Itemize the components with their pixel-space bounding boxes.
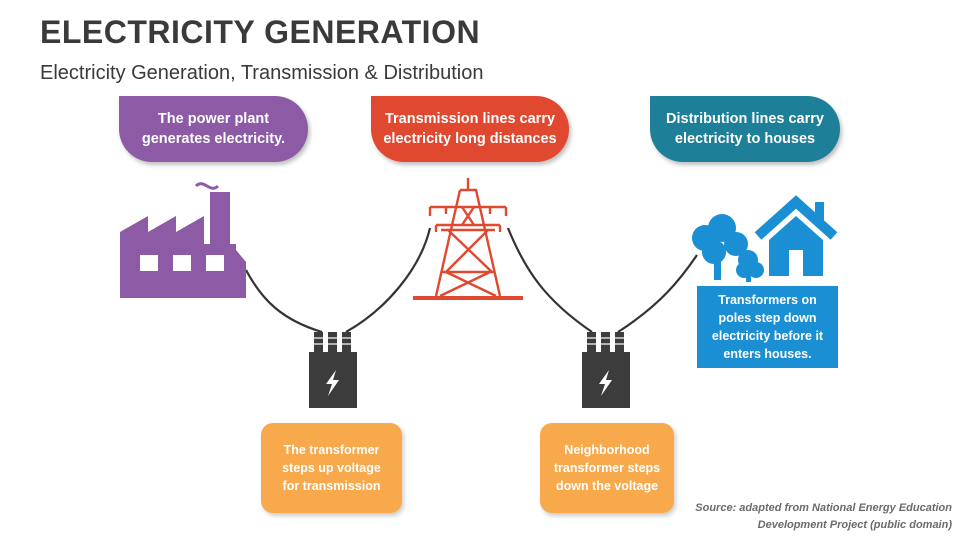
wire-neighborhood-transformer-to-house	[617, 254, 698, 333]
callout-neighborhood-text: Neighborhood transformer steps down the …	[553, 443, 661, 493]
callout-distribution-text: Distribution lines carry electricity to …	[666, 111, 824, 147]
callout-step-up: The transformer steps up voltage for tra…	[261, 423, 402, 513]
callout-power-plant-text: The power plant generates electricity.	[141, 111, 286, 147]
source-line-2: Development Project (public domain)	[757, 519, 952, 531]
callout-neighborhood: Neighborhood transformer steps down the …	[540, 423, 674, 513]
callout-power-plant: The power plant generates electricity.	[119, 96, 308, 162]
page-title: ELECTRICITY GENERATION	[40, 14, 481, 50]
callout-step-up-text: The transformer steps up voltage for tra…	[282, 443, 381, 493]
transformer-icon	[309, 332, 357, 408]
transformer-icon	[582, 332, 630, 408]
page-subtitle: Electricity Generation, Transmission & D…	[40, 62, 484, 84]
wire-plant-to-transformer	[245, 269, 323, 334]
source-note: Source: adapted from National Energy Edu…	[695, 500, 952, 534]
factory-icon	[120, 182, 246, 298]
tree-icon	[692, 214, 764, 282]
callout-poles: Transformers on poles step down electric…	[697, 286, 838, 368]
callout-distribution: Distribution lines carry electricity to …	[650, 96, 840, 162]
lightning-bolt-icon	[599, 370, 612, 396]
callout-transmission: Transmission lines carry electricity lon…	[371, 96, 569, 162]
wire-transformer-to-tower	[345, 227, 432, 333]
wires	[245, 227, 698, 334]
callout-poles-text: Transformers on poles step down electric…	[711, 293, 824, 361]
lightning-bolt-icon	[326, 370, 339, 396]
wire-tower-to-neighborhood-transformer	[506, 227, 593, 333]
transmission-tower-icon	[413, 178, 523, 300]
callout-transmission-text: Transmission lines carry electricity lon…	[383, 111, 557, 147]
house-icon	[754, 195, 838, 276]
source-line-1: Source: adapted from National Energy Edu…	[695, 502, 952, 514]
